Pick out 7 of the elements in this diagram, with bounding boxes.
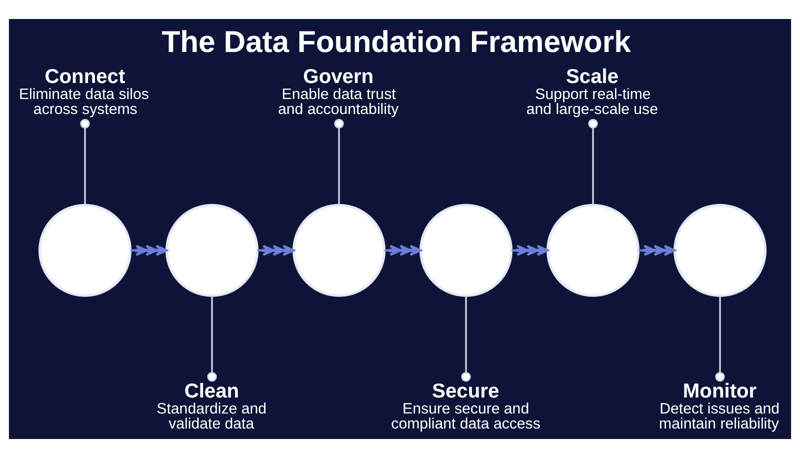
node-text: Clean Standardize and validate data <box>156 380 267 432</box>
node-text: Monitor Detect issues and maintain reliability <box>659 380 780 432</box>
node-text: Connect Eliminate data silos across systems <box>18 66 149 118</box>
diagram-title: The Data Foundation Framework <box>162 26 631 59</box>
node-text: Secure Ensure secure and compliant data access <box>391 380 540 432</box>
node-text: Scale Support real-time and large-scale use <box>526 66 658 118</box>
node-text: Govern Enable data trust and accountability <box>278 66 399 118</box>
